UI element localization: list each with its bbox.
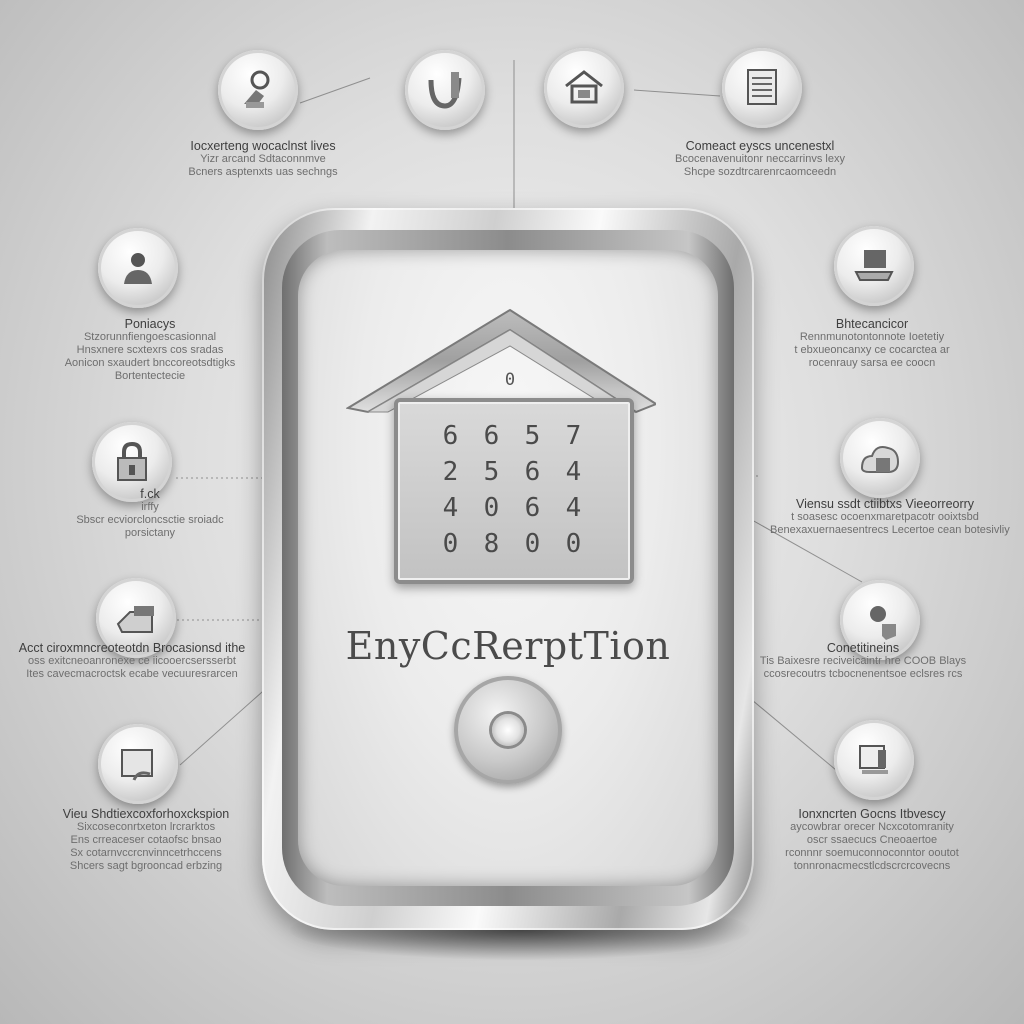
feature-title: Bhtecancicor <box>835 317 909 331</box>
feature-line: Sbscr ecviorcloncsctie sroiadc <box>76 514 224 526</box>
keypad-key[interactable]: 0 <box>483 493 500 523</box>
server-panel-icon[interactable] <box>722 48 802 128</box>
keypad-key[interactable]: 4 <box>442 493 459 523</box>
keypad-key[interactable]: 4 <box>565 493 582 523</box>
keypad-key[interactable]: 2 <box>442 457 459 487</box>
feature-line: Sx cotarnvccrcnvinncetrhccens <box>70 847 222 859</box>
feature-title: Viensu ssdt ctiibtxs Vieeorreorry <box>795 497 975 511</box>
laptop-icon[interactable] <box>834 226 914 306</box>
feature-line: t ebxueoncanxy ce cocarctea ar <box>794 344 950 356</box>
feature-line: Ites cavecmacroctsk ecabe vecuuresrarcen <box>26 668 238 680</box>
keypad-key[interactable]: 6 <box>524 457 541 487</box>
feature-text-card-reader: Acct ciroxmncreoteotdn Brocasionsd ithe … <box>4 642 260 681</box>
feature-line: Sixcoseconrtxeton lrcrarktos <box>76 821 216 833</box>
keypad-key[interactable]: 0 <box>565 529 582 559</box>
feature-text-user-shield: Conetitineins Tis Baixesre reciveicaintr… <box>758 642 968 681</box>
feature-text-laptop: Bhtecancicor Rennmunotontonnote Ioetetiy… <box>782 318 962 370</box>
feature-line: Hnsxnere scxtexrs cos sradas <box>76 344 224 356</box>
feature-line: aycowbrar orecer Ncxcotomranity <box>790 821 954 833</box>
feature-title: Iocxerteng wocaclnst lives <box>190 139 336 153</box>
brand-title: EnyCcRerptTion <box>345 624 671 668</box>
feature-line: Benexaxuernaesentrecs Lecertoe cean bote… <box>770 524 1010 536</box>
feature-title: Poniacys <box>124 317 176 331</box>
feature-text-monitor: Ionxncrten Gocns Itbvescy aycowbrar orec… <box>772 808 972 873</box>
feature-text-padlock: f.ck irffy Sbscr ecviorcloncsctie sroiad… <box>60 488 240 540</box>
chimney-digit: 0 <box>504 370 516 390</box>
feature-line: rconnnr soemuconnoconntor ooutot <box>785 847 959 859</box>
keypad-key[interactable]: 5 <box>483 457 500 487</box>
user-icon[interactable] <box>98 228 178 308</box>
feature-line: Shcers sagt bgrooncad erbzing <box>69 860 223 872</box>
keypad-key[interactable]: 0 <box>442 529 459 559</box>
keypad-key[interactable]: 6 <box>442 421 459 451</box>
feature-line: Aonicon sxaudert bnccoreotsdtigks <box>64 357 236 369</box>
house-keypad-panel <box>394 398 634 584</box>
card-reader-icon[interactable] <box>96 578 176 658</box>
feature-title: Acct ciroxmncreoteotdn Brocasionsd ithe <box>18 641 246 655</box>
feature-line: Tis Baixesre reciveicaintr hre COOB Blay… <box>759 655 967 667</box>
feature-title: Vieu Shdtiexcoxforhoxckspion <box>62 807 230 821</box>
keypad-key[interactable]: 6 <box>524 493 541 523</box>
padlock-icon[interactable] <box>92 422 172 502</box>
feature-text-document: Vieu Shdtiexcoxforhoxckspion Sixcoseconr… <box>46 808 246 873</box>
monitor-icon[interactable] <box>834 720 914 800</box>
feature-line: Bcners asptenxts uas sechngs <box>188 166 338 178</box>
feature-line: porsictany <box>124 527 176 539</box>
feature-title: Conetitineins <box>826 641 900 655</box>
connector-line <box>299 77 371 104</box>
feature-line: ccosrecoutrs tcbocnenentsoe eclsres rcs <box>763 668 963 680</box>
feature-line: Yizr arcand Sdtaconnmve <box>200 153 326 165</box>
keypad-key[interactable]: 6 <box>483 421 500 451</box>
feature-text-top-right: Comeact eyscs uncenestxl Bcocenavenuiton… <box>670 140 850 179</box>
feature-line: Bcocenavenuitonr neccarrinvs lexy <box>675 153 845 165</box>
feature-line: oss exitcneoanronexe ce iicooercsersserb… <box>28 655 236 667</box>
keypad-key[interactable]: 4 <box>565 457 582 487</box>
keypad-key[interactable]: 5 <box>524 421 541 451</box>
keyhole-icon <box>492 714 524 746</box>
document-icon[interactable] <box>98 724 178 804</box>
keypad-key[interactable]: 0 <box>524 529 541 559</box>
key-lock-icon[interactable] <box>218 50 298 130</box>
feature-text-user: Poniacys Stzorunnfiengoescasionnal Hnsxn… <box>50 318 250 383</box>
feature-line: Ens crreaceser cotaofsc bnsao <box>70 834 222 846</box>
feature-title: Comeact eyscs uncenestxl <box>685 139 835 153</box>
feature-title: f.ck <box>140 487 160 501</box>
keypad-key[interactable]: 8 <box>483 529 500 559</box>
feature-text-cloud: Viensu ssdt ctiibtxs Vieeorreorry t soas… <box>770 497 1010 537</box>
feature-line: Bortentectecie <box>114 370 186 382</box>
checkmark-icon[interactable] <box>405 50 485 130</box>
feature-line: tonnronacmecstlcdscrcrcovecns <box>793 860 951 872</box>
feature-line: Rennmunotontonnote Ioetetiy <box>799 331 945 343</box>
home-network-icon[interactable] <box>544 48 624 128</box>
feature-line: rocenrauy sarsa ee coocn <box>808 357 936 369</box>
user-shield-icon[interactable] <box>840 580 920 660</box>
feature-line: Stzorunnfiengoescasionnal <box>83 331 217 343</box>
feature-line: t soasesc ocoenxmaretpacotr ooixtsbd <box>791 511 979 523</box>
keypad-key[interactable]: 7 <box>565 421 582 451</box>
feature-line: irffy <box>141 501 159 513</box>
connector-line <box>751 699 837 771</box>
connector-line <box>633 89 721 97</box>
cloud-shield-icon[interactable] <box>840 418 920 498</box>
feature-line: oscr ssaecucs Cneoaertoe <box>806 834 938 846</box>
feature-title: Ionxncrten Gocns Itbvescy <box>798 807 946 821</box>
feature-line: Shcpe sozdtrcarenrcaomceedn <box>683 166 837 178</box>
feature-text-top-left: Iocxerteng wocaclnst lives Yizr arcand S… <box>168 140 358 179</box>
lock-dial-button[interactable] <box>454 676 562 784</box>
